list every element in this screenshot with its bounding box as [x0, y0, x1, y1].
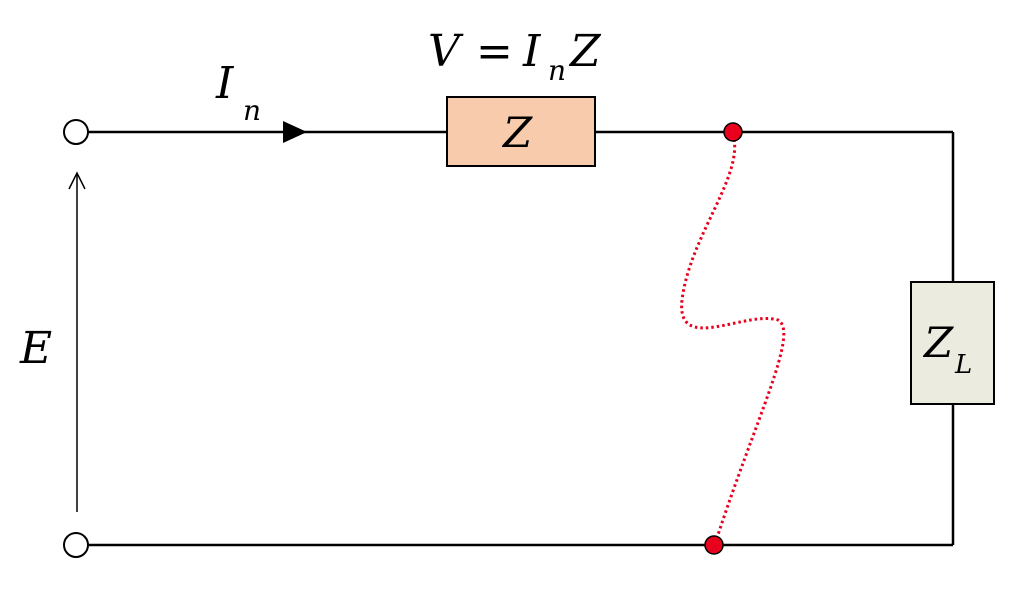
top-terminal: [63, 119, 89, 145]
current-arrow-icon: [283, 121, 307, 143]
fault-path: [680, 133, 786, 542]
voltage-equation: V = I n Z: [428, 26, 602, 90]
bottom-terminal: [63, 532, 89, 558]
fault-node-bottom: [704, 535, 724, 555]
load-box: [910, 281, 995, 405]
current-label: I n: [215, 58, 261, 127]
load-label: Z L: [922, 318, 972, 380]
impedance-label: Z: [501, 108, 533, 157]
fault-node-top: [723, 122, 743, 142]
source-label: E: [19, 323, 52, 374]
source-arrow-head-icon: [68, 171, 86, 190]
